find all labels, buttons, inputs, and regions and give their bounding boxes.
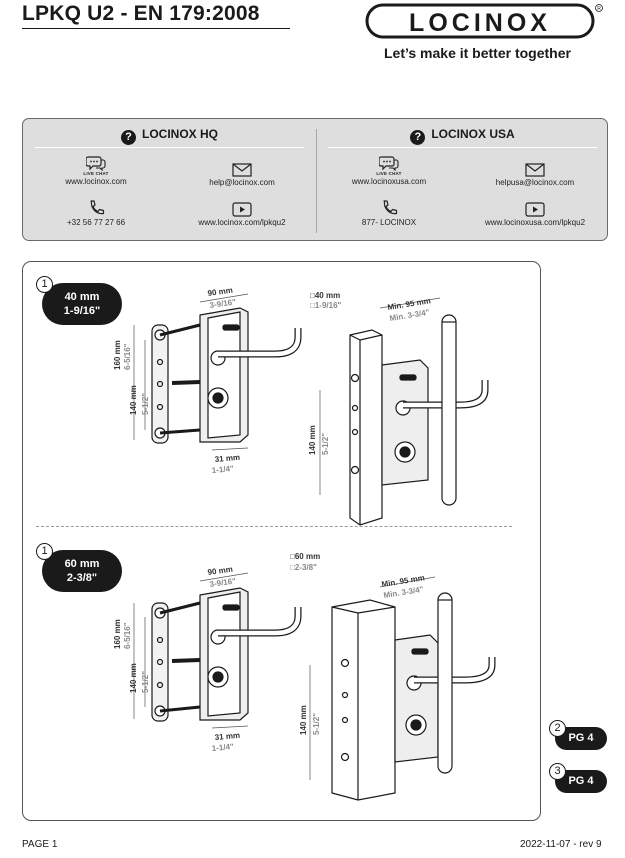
live-chat-label: LIVE CHAT: [376, 171, 402, 176]
step-number-circle: 2: [549, 720, 566, 737]
dim-height-in: 6-5/16": [123, 622, 132, 649]
chat-bubble-icon: [86, 156, 106, 171]
post-size-in: □1-9/16": [310, 301, 342, 310]
office-hq-title: ? LOCINOX HQ: [23, 127, 316, 145]
usa-email-address[interactable]: helpusa@locinox.com: [495, 178, 575, 187]
dim-inner-mm: 140 mm: [129, 385, 138, 415]
dim-depth-mm: 31 mm: [214, 731, 240, 742]
office-hq-name: LOCINOX HQ: [141, 127, 218, 141]
dim-inner-mm: 140 mm: [129, 663, 138, 693]
size-badge-40mm: 40 mm 1-9/16": [42, 283, 122, 325]
help-icon: ?: [120, 130, 136, 145]
office-usa: ? LOCINOX USA LIVE CHAT www.locinoxusa.co…: [316, 119, 609, 242]
locinox-logo: LOCINOX R: [365, 3, 603, 39]
revision-date: 2022-11-07 - rev 9: [520, 839, 602, 850]
envelope-icon: [232, 163, 252, 177]
dim-width-in: 3-9/16": [209, 576, 237, 589]
live-chat-label: LIVE CHAT: [83, 171, 109, 176]
usa-video[interactable]: www.locinoxusa.com/lpkqu2: [462, 202, 608, 227]
dim-height-mm: 160 mm: [113, 340, 122, 370]
size-metric: 40 mm: [64, 291, 100, 303]
step-number-circle: 3: [549, 763, 566, 780]
size-imperial: 1-9/16": [63, 305, 101, 317]
hq-email-address[interactable]: help@locinox.com: [209, 178, 275, 187]
logo-text: LOCINOX: [409, 9, 551, 37]
dim-height-in: 6-5/16": [123, 343, 132, 370]
video-play-icon: [525, 202, 545, 217]
hq-video-link[interactable]: www.locinox.com/lpkqu2: [198, 218, 286, 227]
step-number-circle: 1: [36, 276, 53, 293]
hq-phone-number[interactable]: +32 56 77 27 66: [66, 218, 126, 227]
page-number: PAGE 1: [22, 839, 58, 850]
office-rule: [328, 147, 597, 148]
post-hole-mm: 140 mm: [299, 705, 308, 735]
office-hq: ? LOCINOX HQ LIVE CHAT www.locinox.com he…: [23, 119, 316, 242]
phone-icon: [90, 200, 105, 215]
post-hole-in: 5-1/2": [321, 433, 330, 455]
dim-width-mm: 90 mm: [207, 286, 233, 298]
technical-drawing-40mm: 90 mm 3-9/16" 160 mm 6-5/16" 140 mm 5-1/…: [113, 286, 489, 526]
dim-height-mm: 160 mm: [113, 619, 122, 649]
size-badge-60mm: 60 mm 2-3/8": [42, 550, 122, 592]
title-underline: [22, 28, 290, 29]
post-hole-mm: 140 mm: [308, 425, 317, 455]
svg-text:R: R: [597, 6, 601, 12]
office-usa-name: LOCINOX USA: [431, 127, 515, 141]
section-divider: [36, 526, 512, 527]
dim-depth-in: 1-1/4": [211, 742, 234, 753]
dim-width-in: 3-9/16": [209, 297, 237, 310]
page-ref-pill[interactable]: PG 4: [555, 770, 607, 793]
hq-email[interactable]: help@locinox.com: [169, 163, 315, 187]
usa-live-chat[interactable]: LIVE CHAT www.locinoxusa.com: [316, 155, 462, 186]
usa-website[interactable]: www.locinoxusa.com: [351, 177, 427, 186]
page-ref-pill[interactable]: PG 4: [555, 727, 607, 750]
contact-panel: ? LOCINOX HQ LIVE CHAT www.locinox.com he…: [22, 118, 608, 241]
chat-bubble-icon: [379, 156, 399, 171]
office-rule: [35, 147, 304, 148]
envelope-icon: [525, 163, 545, 177]
dim-width-mm: 90 mm: [207, 565, 233, 577]
office-usa-title: ? LOCINOX USA: [316, 127, 609, 145]
hq-live-chat[interactable]: LIVE CHAT www.locinox.com: [23, 155, 169, 186]
hq-video[interactable]: www.locinox.com/lpkqu2: [169, 202, 315, 227]
usa-phone-number[interactable]: 877- LOCINOX: [361, 218, 417, 227]
document-title: LPKQ U2 - EN 179:2008: [22, 2, 260, 25]
post-size-mm: □60 mm: [290, 552, 320, 561]
dim-inner-in: 5-1/2": [141, 393, 150, 415]
dim-depth-mm: 31 mm: [214, 453, 240, 464]
step-number-circle: 1: [36, 543, 53, 560]
help-icon: ?: [410, 130, 426, 145]
phone-icon: [383, 200, 398, 215]
usa-phone[interactable]: 877- LOCINOX: [316, 199, 462, 227]
dim-depth-in: 1-1/4": [211, 464, 234, 475]
post-hole-in: 5-1/2": [312, 713, 321, 735]
post-size-mm: □40 mm: [310, 291, 340, 300]
contact-divider: [316, 129, 317, 233]
hq-website[interactable]: www.locinox.com: [65, 177, 127, 186]
size-metric: 60 mm: [64, 558, 100, 570]
usa-email[interactable]: helpusa@locinox.com: [462, 163, 608, 187]
usa-video-link[interactable]: www.locinoxusa.com/lpkqu2: [484, 218, 586, 227]
tagline: Let’s make it better together: [384, 45, 571, 61]
hq-phone[interactable]: +32 56 77 27 66: [23, 199, 169, 227]
video-play-icon: [232, 202, 252, 217]
technical-drawing-60mm: 90 mm 3-9/16" 160 mm 6-5/16" 140 mm 5-1/…: [113, 552, 496, 801]
post-size-in: □2-3/8": [290, 563, 317, 572]
dim-inner-in: 5-1/2": [141, 671, 150, 693]
size-imperial: 2-3/8": [66, 572, 98, 584]
